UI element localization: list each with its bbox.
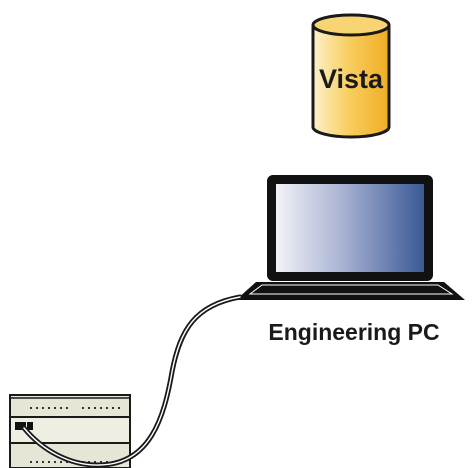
database-label: Vista: [319, 64, 384, 94]
pc-label: Engineering PC: [268, 319, 439, 345]
network-cable-highlight: [23, 296, 241, 466]
plc-controller-icon: [9, 394, 131, 468]
database-cylinder-icon: [311, 13, 391, 139]
laptop-icon: [236, 175, 465, 300]
